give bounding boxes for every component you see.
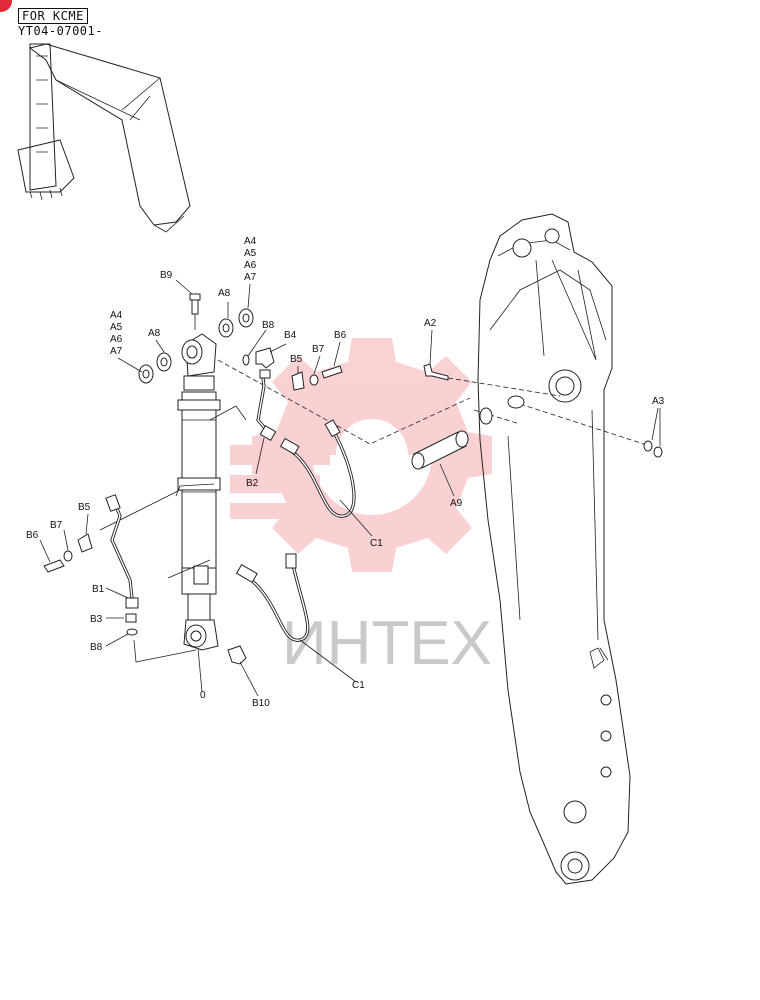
part-b4-nut: [259, 369, 271, 379]
part-a4-a7-washer-top-hole: [242, 313, 250, 323]
label-a7-top: A7: [244, 272, 257, 283]
part-b10-elbow: [227, 645, 247, 665]
leader-line: [99, 489, 181, 531]
part-a8-shim-top-hole: [222, 323, 230, 333]
hose-c1-top: [279, 419, 356, 518]
part-b4-elbow: [255, 347, 275, 369]
label-b2: B2: [246, 478, 259, 489]
part-b8-o-ring-left: [126, 628, 138, 636]
label-b5-top: B5: [290, 354, 303, 365]
serial-range: YT04-07001-: [18, 24, 103, 38]
leader-line: [209, 405, 247, 421]
part-a4-a7-washer-left-hole: [142, 369, 150, 379]
label-zero: 0: [200, 690, 206, 701]
label-a8-left: A8: [148, 328, 161, 339]
leader-line: [167, 559, 211, 579]
label-c1-top: C1: [370, 538, 383, 549]
label-b8-top: B8: [262, 320, 275, 331]
watermark-text: ИНТЕХ: [282, 609, 492, 678]
label-a5-top: A5: [244, 248, 257, 259]
label-b6-top: B6: [334, 330, 347, 341]
part-b5-clamp-top: [291, 371, 305, 391]
label-b4: B4: [284, 330, 297, 341]
serial-box: FOR KCME: [18, 8, 88, 24]
label-a5-left: A5: [110, 322, 123, 333]
part-a2-bolt: [423, 363, 449, 381]
label-a2: A2: [424, 318, 437, 329]
label-a7-left: A7: [110, 346, 123, 357]
part-b9-grease-nipple: [189, 293, 201, 330]
label-b10: B10: [252, 698, 270, 709]
part-a3-nut-1: [643, 440, 653, 452]
part-a8-shim-left-hole: [160, 357, 168, 367]
label-b7-top: B7: [312, 344, 325, 355]
label-b1: B1: [92, 584, 105, 595]
part-b3-adapter: [125, 613, 137, 623]
arm-cylinder: [177, 333, 221, 651]
pipe-b1: [105, 494, 139, 609]
label-leaders: [39, 279, 661, 697]
pin-alignment-lines: [217, 359, 651, 447]
boom-arm: [477, 213, 631, 885]
label-c1-bottom: C1: [352, 680, 365, 691]
label-b9: B9: [160, 270, 173, 281]
label-a4-top: A4: [244, 236, 257, 247]
inset-excavator-view: [17, 43, 191, 233]
hose-c1-bottom: [235, 553, 310, 642]
pipe-b2: [256, 369, 277, 442]
leader-line: [175, 483, 215, 497]
watermark-gear-logo: [230, 338, 492, 572]
label-b5-left: B5: [78, 502, 91, 513]
label-b8-left: B8: [90, 642, 103, 653]
part-a9-pin: [411, 430, 469, 470]
part-a3-nut-2: [653, 446, 663, 458]
part-b7-washer-top: [309, 374, 319, 386]
label-a3: A3: [652, 396, 665, 407]
label-b6-left: B6: [26, 530, 39, 541]
part-b6-bolt-top: [321, 365, 343, 379]
label-a9: A9: [450, 498, 463, 509]
part-b6-bolt-left: [43, 559, 65, 573]
label-a4-left: A4: [110, 310, 123, 321]
label-a6-top: A6: [244, 260, 257, 271]
label-b7-left: B7: [50, 520, 63, 531]
part-b5-clamp-left: [77, 533, 93, 553]
part-b8-o-ring: [242, 354, 250, 366]
label-b3: B3: [90, 614, 103, 625]
label-a6-left: A6: [110, 334, 123, 345]
label-a8-top: A8: [218, 288, 231, 299]
leader-line: [133, 639, 197, 663]
part-b7-washer-left: [63, 550, 73, 562]
